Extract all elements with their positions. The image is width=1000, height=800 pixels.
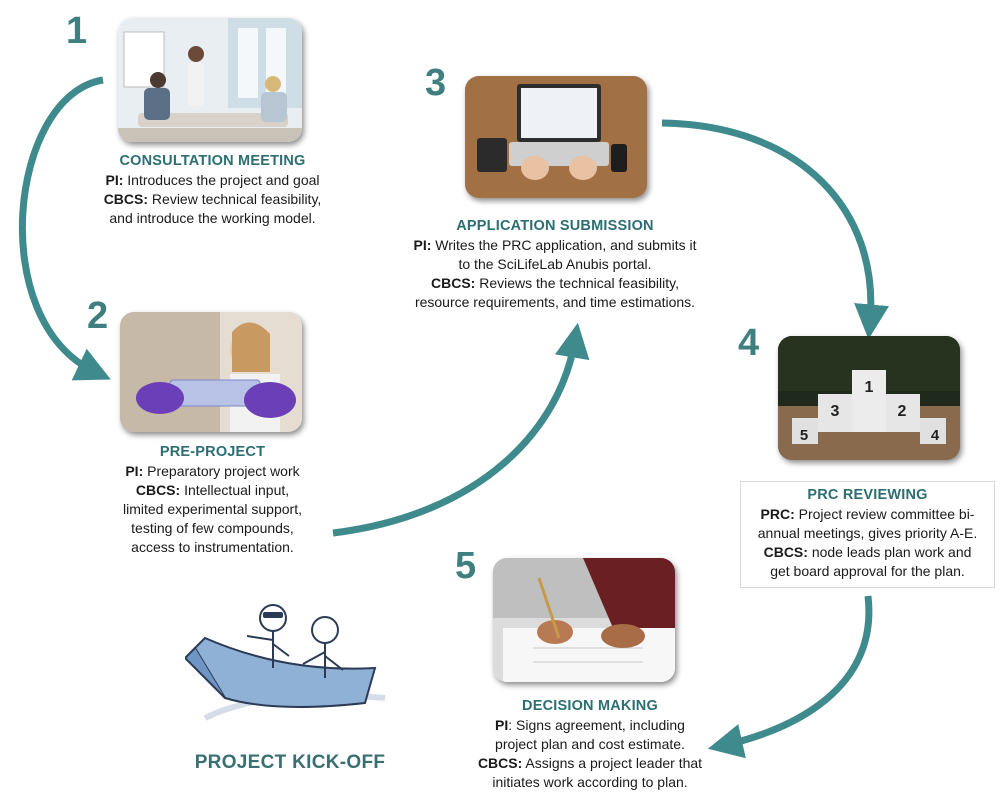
step-2-title: PRE-PROJECT	[159, 444, 266, 460]
step-3-line-2: to the SciLifeLab Anubis portal.	[458, 256, 652, 272]
step-4-description: PRC REVIEWING PRC: Project review commit…	[740, 481, 995, 588]
step-5-title: DECISION MAKING	[522, 698, 658, 714]
step-5-line-2: project plan and cost estimate.	[495, 736, 685, 752]
step-5-description: DECISION MAKING PI: Signs agreement, inc…	[440, 697, 740, 792]
step-2-line-3: limited experimental support,	[123, 501, 302, 517]
step-2-number: 2	[87, 295, 109, 337]
step-3-title: APPLICATION SUBMISSION	[456, 218, 654, 234]
podium-label-4: 4	[931, 427, 940, 444]
podium-label-2: 2	[898, 403, 907, 420]
step-3-description: APPLICATION SUBMISSION PI: Writes the PR…	[385, 217, 725, 312]
step-1-line-3: and introduce the working model.	[109, 210, 316, 226]
step-4-title: PRC REVIEWING	[807, 487, 928, 503]
rowing-boat-sketch-icon	[185, 604, 386, 721]
arrow-4-to-5	[707, 595, 873, 759]
lab-plate-photo	[120, 312, 302, 432]
step-4-line-2: annual meetings, gives priority A-E.	[757, 525, 978, 541]
step-4-line-3: CBCS: node leads plan work and	[763, 544, 972, 560]
step-3-line-1: PI: Writes the PRC application, and subm…	[413, 237, 697, 253]
step-2-line-4: testing of few compounds,	[131, 520, 294, 536]
podium-photo: 1 2 3 4 5	[778, 336, 960, 460]
step-2-line-2: CBCS: Intellectual input,	[135, 482, 290, 498]
step-1-number: 1	[66, 10, 88, 52]
step-4-line-4: get board approval for the plan.	[770, 563, 965, 579]
step-2-line-1: PI: Preparatory project work	[125, 463, 300, 479]
arrow-1-to-2	[18, 76, 111, 381]
arrow-3-to-4	[661, 119, 889, 340]
step-4-number: 4	[738, 322, 760, 364]
step-3-number: 3	[425, 62, 447, 104]
step-4-line-1: PRC: Project review committee bi-	[760, 506, 975, 522]
podium-label-3: 3	[831, 403, 840, 420]
step-1-line-2: CBCS: Review technical feasibility,	[103, 191, 322, 207]
step-2-line-5: access to instrumentation.	[131, 539, 294, 555]
step-5-line-3: CBCS: Assigns a project leader that	[477, 755, 703, 771]
arrow-2-to-3	[332, 322, 590, 537]
step-3-line-3: CBCS: Reviews the technical feasibility,	[431, 275, 679, 291]
meeting-photo	[118, 18, 302, 142]
step-1-description: CONSULTATION MEETING PI: Introduces the …	[80, 152, 345, 228]
step-5-number: 5	[455, 545, 477, 587]
step-1-line-1: PI: Introduces the project and goal	[105, 172, 320, 188]
kickoff-title: PROJECT KICK-OFF	[194, 752, 386, 773]
step-5-line-4: initiates work according to plan.	[492, 774, 688, 790]
step-5-line-1: PI: Signs agreement, including	[495, 717, 685, 733]
podium-label-1: 1	[865, 379, 874, 396]
step-1-title: CONSULTATION MEETING	[119, 153, 306, 169]
podium-label-5: 5	[800, 427, 808, 444]
signing-photo	[493, 558, 675, 682]
step-3-line-4: resource requirements, and time estimati…	[414, 294, 696, 310]
step-2-description: PRE-PROJECT PI: Preparatory project work…	[95, 443, 330, 557]
laptop-photo	[465, 76, 647, 198]
